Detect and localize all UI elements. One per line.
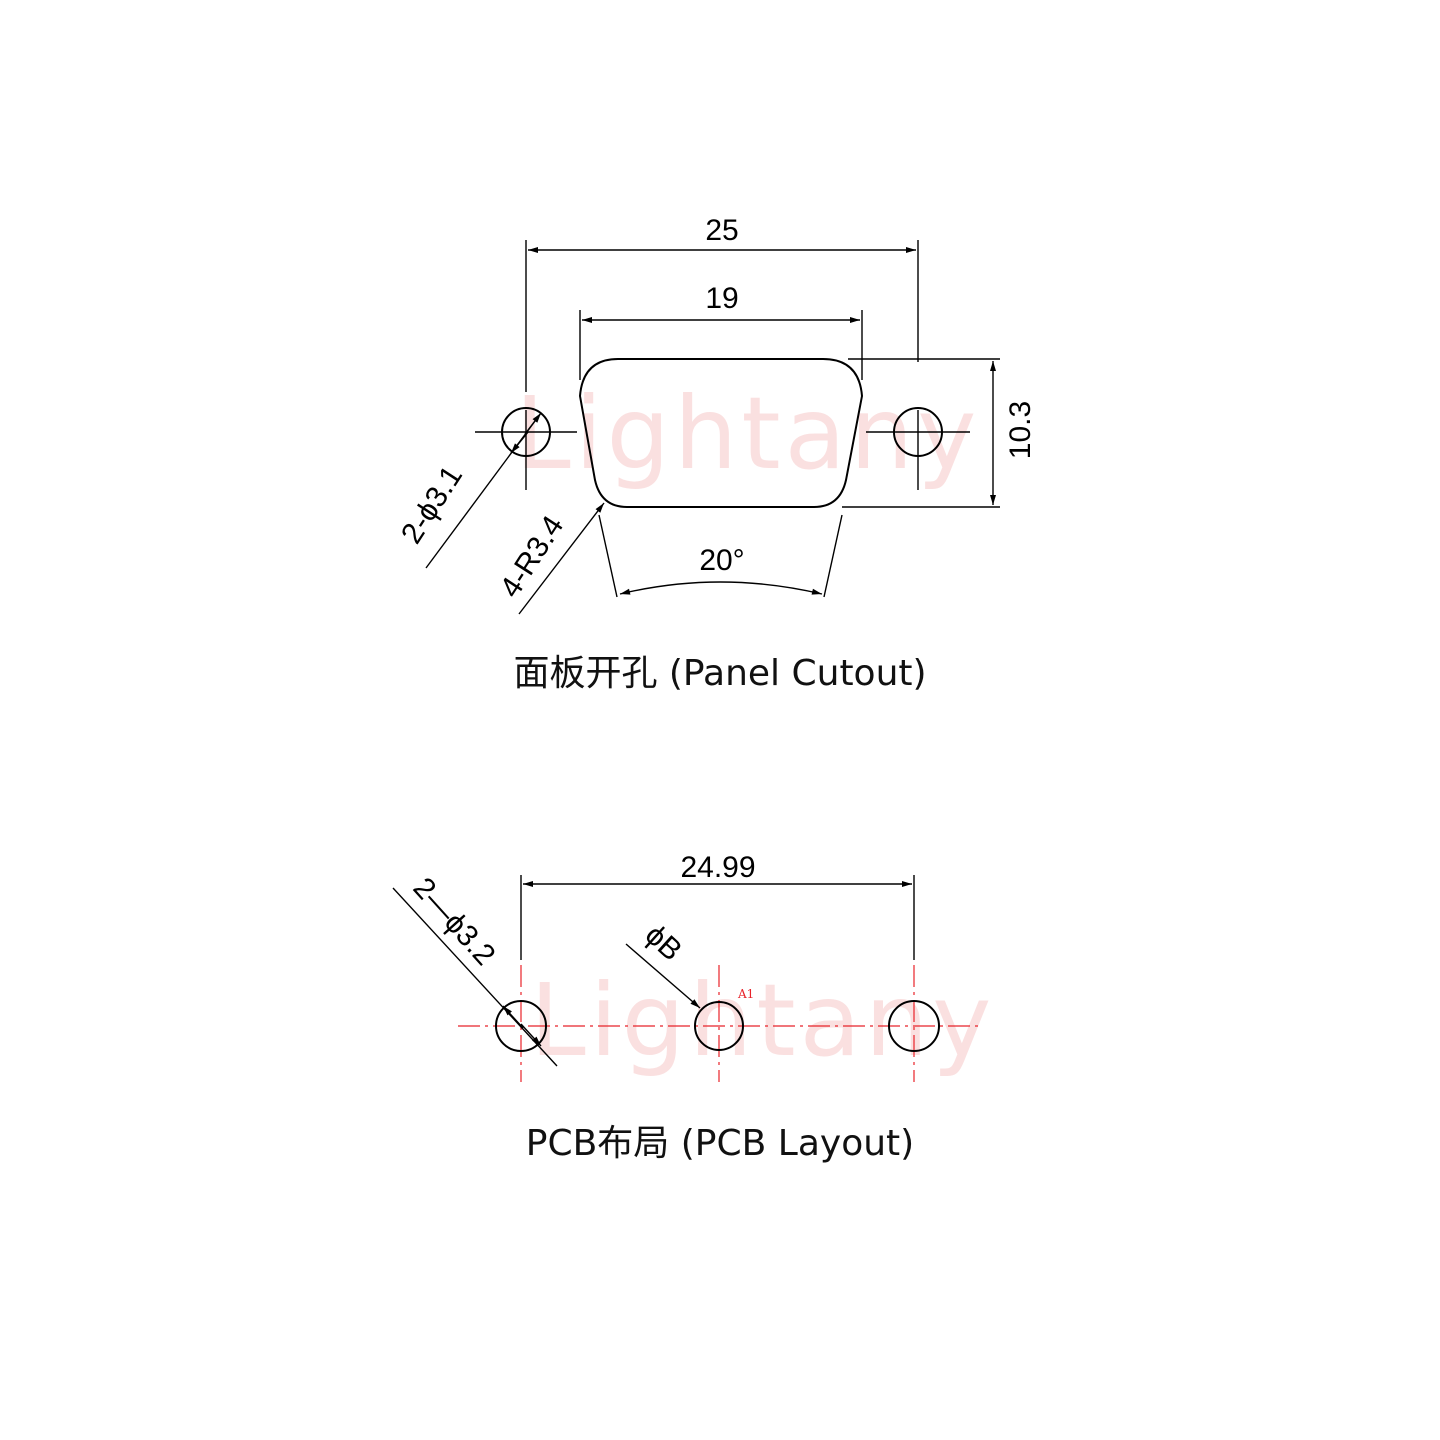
pcb-pin-hole-a1 xyxy=(694,1001,744,1051)
dim-arc-angle xyxy=(619,581,823,595)
watermark-bottom: Lightany xyxy=(530,962,995,1079)
dim-mount-holes: 2-ϕ3.1 xyxy=(395,460,469,549)
dim-shell-width: 19 xyxy=(705,282,738,315)
leader-pin-diameter xyxy=(625,943,701,1009)
leader-radius xyxy=(518,502,605,615)
dim-pcb-span: 24.99 xyxy=(680,851,755,884)
leader-pcb-holes-arrow1 xyxy=(502,1005,524,1029)
leader-pcb-holes xyxy=(392,887,558,1067)
dim-corner-radius: 4-R3.4 xyxy=(494,510,571,603)
ext-line-angle-left xyxy=(598,514,618,598)
pcb-mount-hole-right xyxy=(888,1000,940,1052)
pcb-mount-hole-left xyxy=(495,1000,547,1052)
pcb-layout-caption: PCB布局 (PCB Layout) xyxy=(526,1123,914,1164)
watermark-top: Lightany xyxy=(515,375,980,492)
leader-holes-arrow xyxy=(524,412,542,435)
dim-overall-width: 25 xyxy=(705,214,738,247)
ext-line-angle-right xyxy=(823,514,843,598)
dim-angle: 20° xyxy=(699,544,744,577)
d-shell-outline xyxy=(578,358,864,508)
pin-label-a1: A1 xyxy=(737,987,754,1001)
panel-cutout-caption: 面板开孔 (Panel Cutout) xyxy=(513,653,926,694)
leader-holes-arrow-in xyxy=(510,431,529,454)
leader-pcb-holes-arrow2 xyxy=(520,1023,542,1047)
dim-pcb-holes: 2—ϕ3.2 xyxy=(407,872,502,972)
dim-height: 10.3 xyxy=(1004,401,1037,459)
dim-pin-diameter: ϕB xyxy=(639,918,688,967)
